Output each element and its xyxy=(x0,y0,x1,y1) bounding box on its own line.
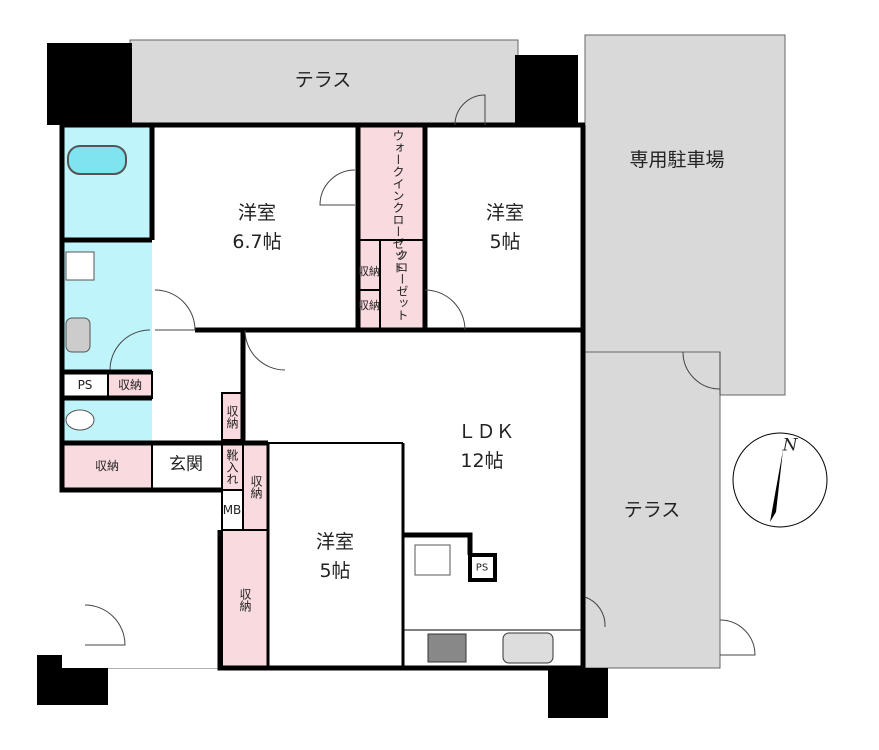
sink-icon xyxy=(65,317,91,353)
ps-left-label: PS xyxy=(77,378,93,392)
ldk-size: 12帖 xyxy=(460,449,504,472)
bedroom-east-name: 洋室 xyxy=(485,201,525,224)
toilet-icon xyxy=(65,409,95,431)
washer-icon xyxy=(65,251,95,281)
door-swings xyxy=(84,94,756,656)
pillar xyxy=(548,668,608,718)
pillar xyxy=(47,43,132,125)
fridge-icon xyxy=(414,544,451,576)
bedroom-west-size: 6.7帖 xyxy=(232,230,282,253)
bedroom-south-name: 洋室 xyxy=(315,530,355,553)
stove-icon xyxy=(427,633,467,663)
parking-label: 専用駐車場 xyxy=(629,148,725,171)
storage-areas xyxy=(61,124,426,669)
ps-kitchen-label: PS xyxy=(475,562,489,574)
bedroom-south-size: 5帖 xyxy=(319,559,351,582)
parking-area xyxy=(584,34,786,396)
terrace-top-label: テラス xyxy=(294,68,352,91)
terrace-right xyxy=(584,351,721,669)
compass-icon xyxy=(732,432,828,528)
storage-c-label: 収納 xyxy=(117,378,143,392)
storage-d-label: 収納 xyxy=(94,459,120,473)
bathtub-icon xyxy=(67,145,127,175)
terrace-right-label: テラス xyxy=(623,498,681,521)
storage-a-label: 収納 xyxy=(358,264,380,278)
storage-e-label: 収納 xyxy=(249,475,263,499)
storage-hall-label: 収納 xyxy=(225,405,239,429)
bedroom-east-size: 5帖 xyxy=(489,230,521,253)
compass-north-label: N xyxy=(782,435,798,456)
bedroom-west-name: 洋室 xyxy=(237,201,277,224)
bathroom xyxy=(62,125,152,240)
storage-f-label: 収納 xyxy=(238,588,252,612)
walls xyxy=(59,122,586,671)
entrance-label: 玄関 xyxy=(169,454,203,475)
terrace-top xyxy=(129,39,519,127)
shoe-box-label: 靴入れ xyxy=(225,449,239,485)
ldk-name: ＬＤＫ xyxy=(457,420,515,443)
kitchen-sink-icon xyxy=(502,632,554,664)
walk-in-closet-label: ウォークインクローゼット xyxy=(391,129,405,274)
storage-b-label: 収納 xyxy=(358,298,380,312)
closet-label: クローゼット xyxy=(395,249,409,321)
pillar xyxy=(515,55,578,125)
mb-label: MB xyxy=(222,503,242,517)
